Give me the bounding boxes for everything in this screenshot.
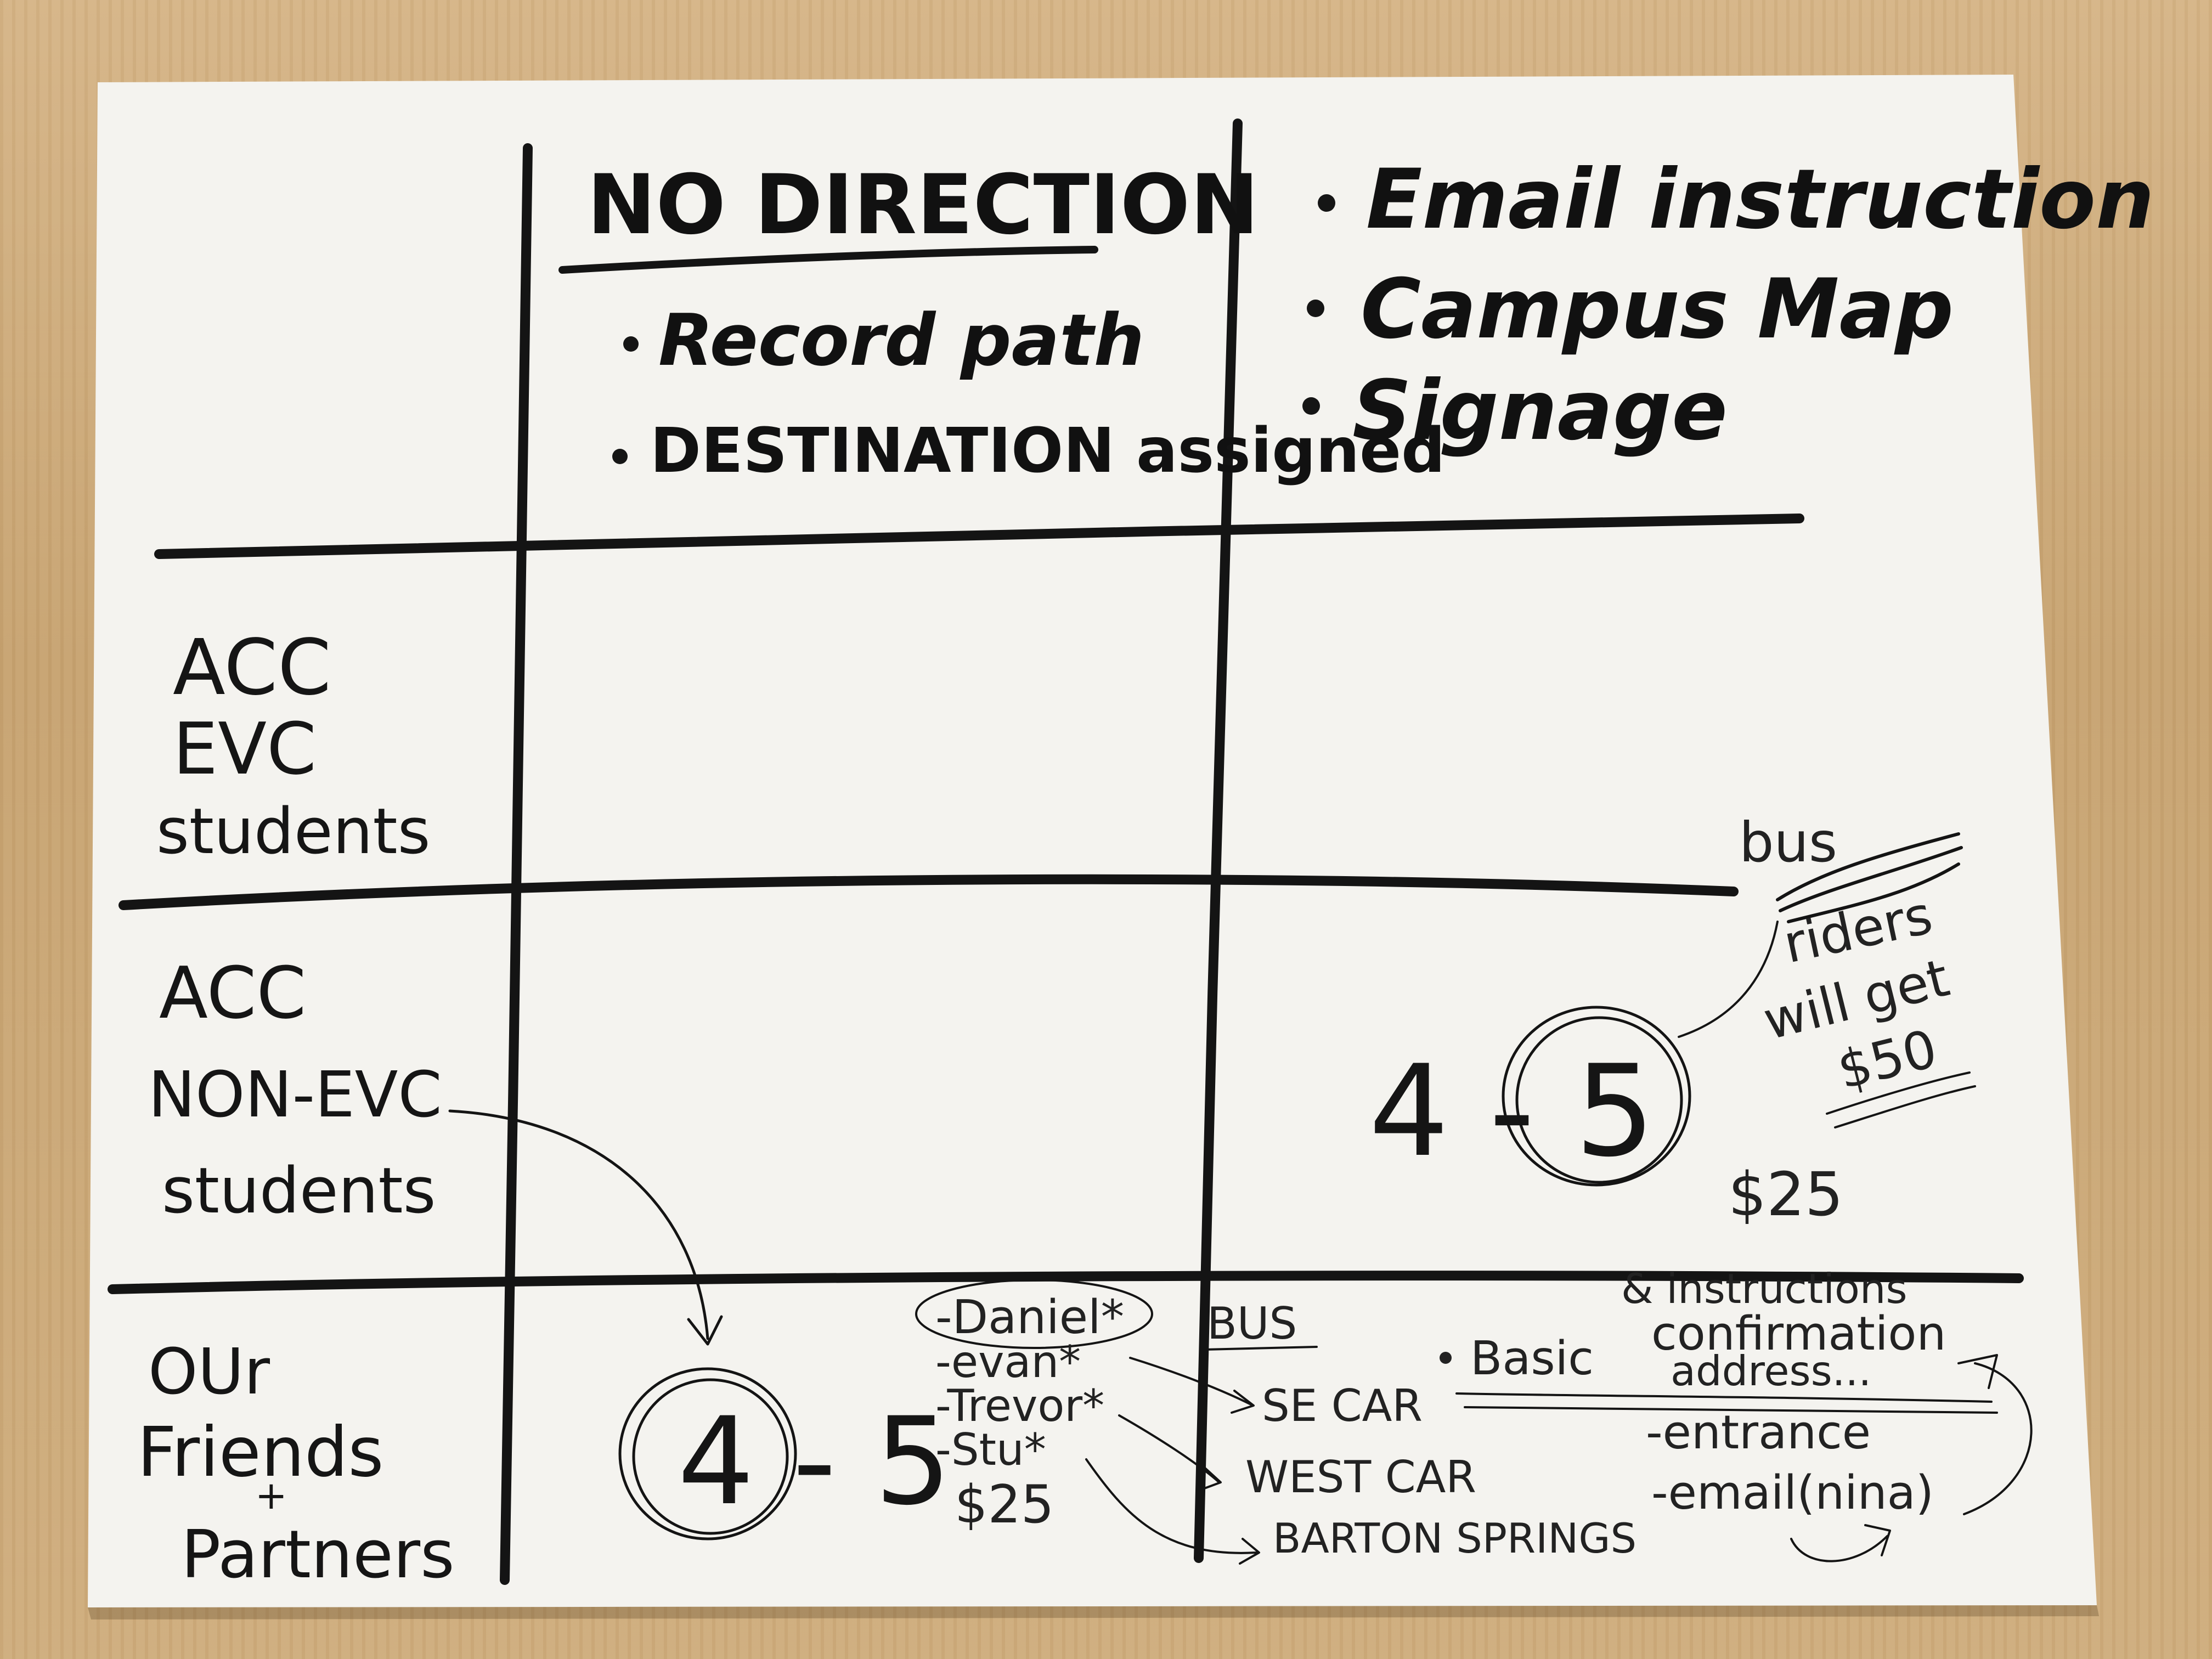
name-daniel: -Daniel*: [935, 1290, 1124, 1345]
bullet-dot: [1302, 397, 1320, 415]
name-evan: -evan*: [935, 1336, 1081, 1387]
name-stu: -Stu*: [935, 1424, 1046, 1475]
direction-bullet-email: Email instruction: [1366, 152, 2154, 247]
svg-text:ACC: ACC: [173, 623, 331, 713]
note-bus: bus: [1739, 810, 1837, 874]
route-se-car: SE CAR: [1262, 1380, 1423, 1431]
grid-line-vertical-left: [500, 143, 533, 1585]
no-direction-underline: [558, 246, 1098, 274]
circle-mark: [915, 1279, 1153, 1349]
route-west-car: WEST CAR: [1245, 1452, 1476, 1503]
arrowhead-icon: [687, 1315, 723, 1346]
svg-text:ACC: ACC: [159, 951, 306, 1035]
svg-text:EVC: EVC: [173, 707, 317, 791]
svg-text:OUr: OUr: [148, 1335, 270, 1409]
svg-text:Partners: Partners: [181, 1517, 455, 1593]
pay-amount: $25: [955, 1475, 1054, 1535]
bullet-dot: [1318, 194, 1335, 212]
row-label-friends: OUr Friends + Partners: [137, 1335, 455, 1593]
bus-label: BUS: [1207, 1298, 1297, 1349]
underline-mark: [1826, 1071, 1976, 1128]
direction-bullet-signage: Signage: [1352, 363, 1728, 459]
underline-mark: [1455, 1392, 1998, 1414]
basic-label: Basic: [1470, 1331, 1594, 1386]
grid-lines: [108, 119, 2024, 1585]
svg-text:students: students: [156, 795, 431, 868]
svg-text:+: +: [255, 1473, 287, 1518]
route-arrow-icon: [1118, 1414, 1222, 1491]
curved-arrow-icon: [448, 1109, 709, 1340]
instructions-label: & instructions: [1621, 1265, 1908, 1313]
participant-count: 4 - 5: [1369, 1039, 1655, 1185]
svg-text:students: students: [162, 1154, 436, 1228]
grid-line-horizontal-top: [154, 514, 1804, 559]
circle-mark: [632, 1378, 789, 1535]
route-barton-springs: BARTON SPRINGS: [1273, 1514, 1637, 1562]
grid-line-vertical-right: [1194, 119, 1243, 1563]
row-label-acc-evc: ACC EVC students: [156, 623, 431, 868]
no-direction-bullet-1: Record path: [658, 298, 1144, 382]
paper-sheet: [88, 75, 2097, 1607]
cell-friends-no-direction: 4 - 5 -Daniel* -evan* -Trevor* -Stu* $25…: [618, 1279, 1637, 1565]
route-arrow-icon: [1129, 1357, 1255, 1414]
cell-friends-direction: Basic & instructions confirmation addres…: [1440, 1265, 2033, 1562]
grid-line-horizontal-bottom: [108, 1271, 2024, 1294]
pay-amount: $25: [1728, 1159, 1843, 1229]
circle-mark: [1502, 1006, 1691, 1187]
bullet-dot: [623, 336, 639, 352]
bullet-dot: [1440, 1352, 1452, 1364]
direction-bullet-map: Campus Map: [1361, 262, 1954, 357]
svg-text:Friends: Friends: [137, 1413, 384, 1492]
grid-line-horizontal-middle: [119, 874, 1739, 910]
scribble-strikethrough: [1776, 832, 1963, 923]
curved-arrow-icon: [1790, 1524, 1891, 1562]
circle-mark: [1515, 1016, 1683, 1184]
participant-count: 4 - 5: [678, 1391, 951, 1532]
name-trevor: -Trevor*: [935, 1380, 1104, 1431]
bullet-dot: [1307, 300, 1324, 317]
route-arrow-icon: [1085, 1458, 1260, 1565]
bullet-dot: [612, 449, 628, 464]
row-label-acc-non-evc: ACC NON-EVC students: [148, 951, 442, 1228]
confirmation-label: confirmation: [1651, 1307, 1946, 1361]
item-entrance: -entrance: [1646, 1406, 1871, 1460]
connector-line: [1678, 921, 1779, 1038]
circle-mark: [618, 1367, 797, 1541]
svg-text:NON-EVC: NON-EVC: [148, 1058, 442, 1132]
no-direction-title: NO DIRECTION: [587, 157, 1259, 253]
paper-shadow: [88, 1605, 2099, 1620]
underline-mark: [1203, 1346, 1318, 1351]
no-direction-bullet-2: DESTINATION assigned: [650, 415, 1445, 487]
address-label: address...: [1671, 1347, 1871, 1395]
item-email: -email(nina): [1651, 1466, 1934, 1520]
curved-arrow-icon: [1957, 1354, 2033, 1515]
